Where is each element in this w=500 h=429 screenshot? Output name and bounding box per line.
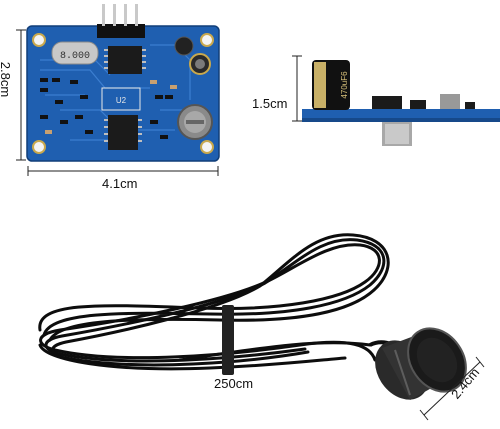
height-dimension-line [16,29,26,161]
sensor-cable [38,233,390,374]
board-width-label: 4.1cm [102,176,138,191]
header-pins [97,4,145,38]
ultrasonic-probe [369,327,467,400]
ic-chip-bottom [108,115,138,150]
crystal-oscillator: 8.000 [51,41,99,65]
cable-length-label: 250cm [214,376,254,391]
u2-outline [101,87,141,111]
u2-label: U2 [116,96,127,105]
potentiometer [177,104,213,140]
probe-dimension-line [419,356,485,421]
crystal-label: 8.000 [60,51,90,62]
cable-tie [222,305,234,375]
board-height-label: 2.8cm [0,61,14,98]
ic-chip-top [108,46,142,74]
electrolytic-capacitor [174,36,211,75]
pcb-board: 8.000 U2 [26,4,220,162]
pcb-side-view: 470uF6 [302,60,500,146]
width-dimension-line [27,166,219,176]
thickness-dimension-line [292,55,302,122]
capacitor-label: 470uF6 [340,71,349,99]
side-thickness-label: 1.5cm [252,96,288,111]
